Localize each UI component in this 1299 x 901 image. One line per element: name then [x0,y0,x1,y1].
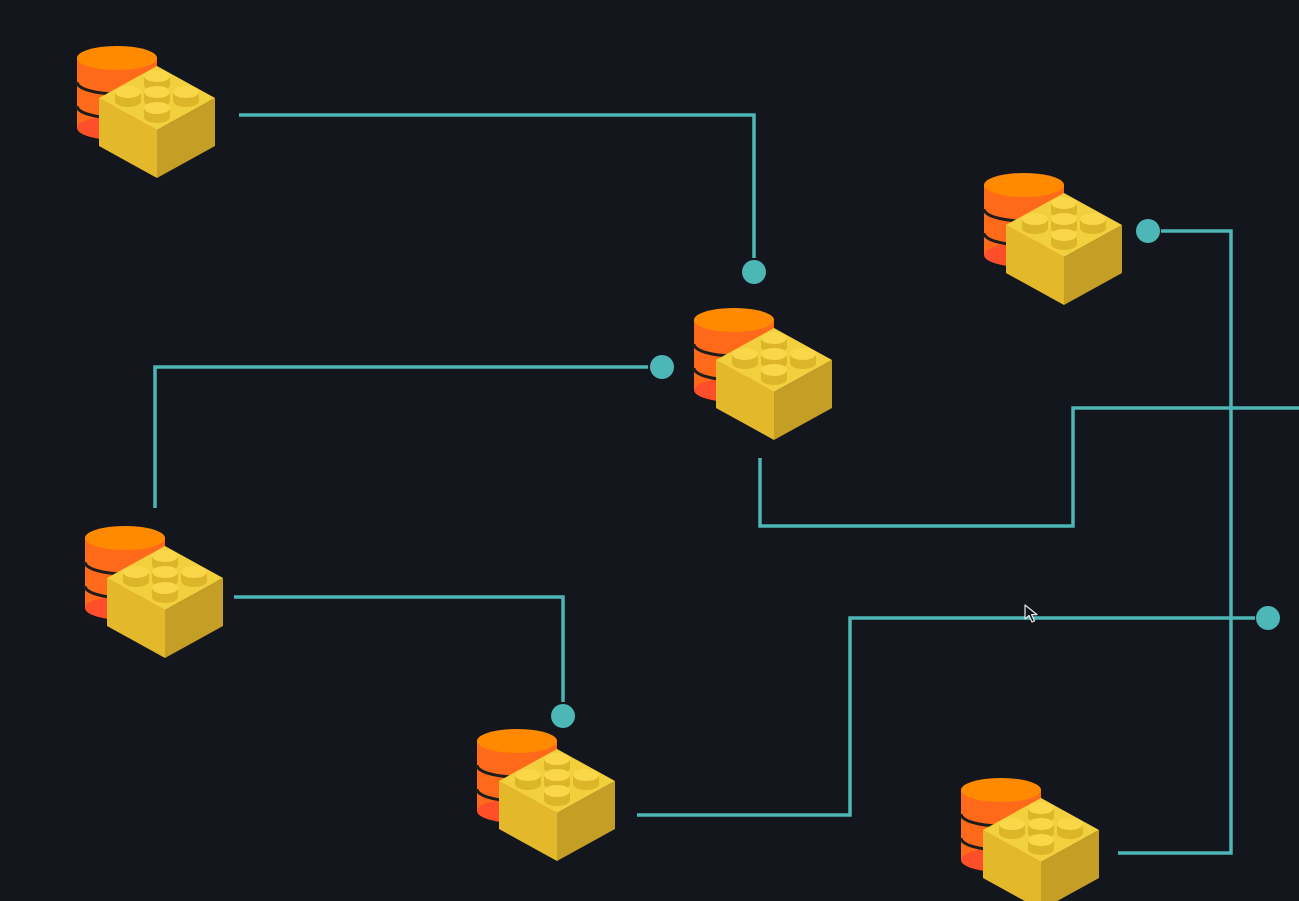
database-lego-node[interactable] [475,727,617,863]
mouse-pointer-icon [1024,604,1038,623]
edge-endpoint-dot[interactable] [551,704,575,728]
edge-connector[interactable] [1118,229,1233,855]
database-lego-node[interactable] [982,171,1124,307]
edge-endpoint-dot[interactable] [1256,606,1280,630]
edge-connector[interactable] [239,113,756,258]
database-lego-node[interactable] [83,524,225,660]
edge-connector[interactable] [637,616,1255,817]
edge-connector[interactable] [758,406,1299,528]
database-lego-node[interactable] [692,306,834,442]
database-lego-node[interactable] [75,44,217,180]
database-lego-node[interactable] [959,776,1101,901]
edge-connector[interactable] [234,595,565,702]
edge-endpoint-dot[interactable] [650,355,674,379]
edge-endpoint-dot[interactable] [1136,219,1160,243]
edge-connector[interactable] [153,365,648,508]
edge-endpoint-dot[interactable] [742,260,766,284]
